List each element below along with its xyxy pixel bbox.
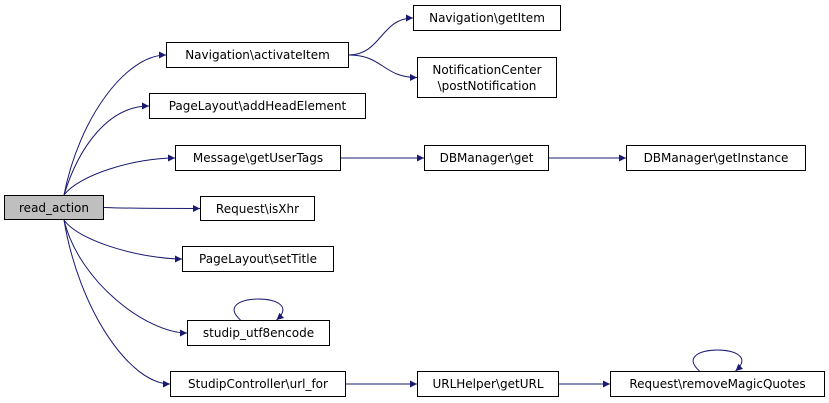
node-pagelayout-settitle[interactable]: PageLayout\setTitle	[182, 246, 334, 272]
edge-nav_activate-to-notif_post	[348, 54, 418, 81]
node-read-action: read_action	[4, 195, 104, 220]
node-message-getusertags[interactable]: Message\getUserTags	[175, 145, 341, 171]
node-label: Navigation\getItem	[429, 11, 545, 25]
node-request-isxhr[interactable]: Request\isXhr	[200, 196, 315, 221]
edge-request_removemagicquotes-to-request_removemagicquotes	[692, 349, 744, 372]
node-urlhelper-geturl[interactable]: URLHelper\getURL	[417, 371, 559, 397]
edge-nav_activate-to-nav_getitem	[348, 14, 414, 56]
node-studip-utf8encode[interactable]: studip_utf8encode	[187, 320, 330, 346]
node-navigation-activateitem[interactable]: Navigation\activateItem	[166, 42, 349, 68]
node-label: studip_utf8encode	[202, 326, 315, 340]
node-notificationcenter-postnotification[interactable]: NotificationCenter \postNotification	[417, 57, 557, 98]
node-label: StudipController\url_for	[188, 377, 328, 391]
edge-read_action-to-message_getusertags	[63, 154, 176, 196]
edge-read_action-to-request_isxhr	[103, 204, 201, 212]
edge-studip_utf8encode-to-studip_utf8encode	[233, 298, 285, 321]
node-request-removemagicquotes[interactable]: Request\removeMagicQuotes	[610, 371, 825, 397]
node-label: Navigation\activateItem	[185, 48, 330, 62]
node-label: URLHelper\getURL	[432, 377, 544, 391]
edge-read_action-to-pagelayout_settitle	[63, 219, 183, 263]
node-dbmanager-get[interactable]: DBManager\get	[424, 145, 549, 171]
node-label: DBManager\getInstance	[643, 151, 789, 165]
node-label: PageLayout\setTitle	[199, 252, 317, 266]
edge-read_action-to-nav_activate	[63, 51, 167, 196]
node-navigation-getitem[interactable]: Navigation\getItem	[413, 5, 561, 31]
edge-read_action-to-controller_url_for	[63, 219, 171, 388]
node-label: Message\getUserTags	[192, 151, 324, 165]
edge-read_action-to-studip_utf8encode	[63, 219, 188, 337]
node-label: Request\isXhr	[215, 201, 300, 216]
node-pagelayout-addheadelement[interactable]: PageLayout\addHeadElement	[149, 93, 366, 119]
node-label-line-2: \postNotification	[437, 78, 537, 93]
node-label: Request\removeMagicQuotes	[629, 377, 806, 391]
node-studipcontroller-url-for[interactable]: StudipController\url_for	[170, 371, 346, 397]
node-dbmanager-getinstance[interactable]: DBManager\getInstance	[626, 145, 806, 171]
node-label-line-1: NotificationCenter	[432, 62, 542, 77]
node-label: PageLayout\addHeadElement	[168, 99, 347, 113]
node-label: DBManager\get	[439, 151, 534, 165]
edge-read_action-to-pagelayout_addhead	[63, 102, 150, 196]
node-label: read_action	[19, 200, 89, 215]
